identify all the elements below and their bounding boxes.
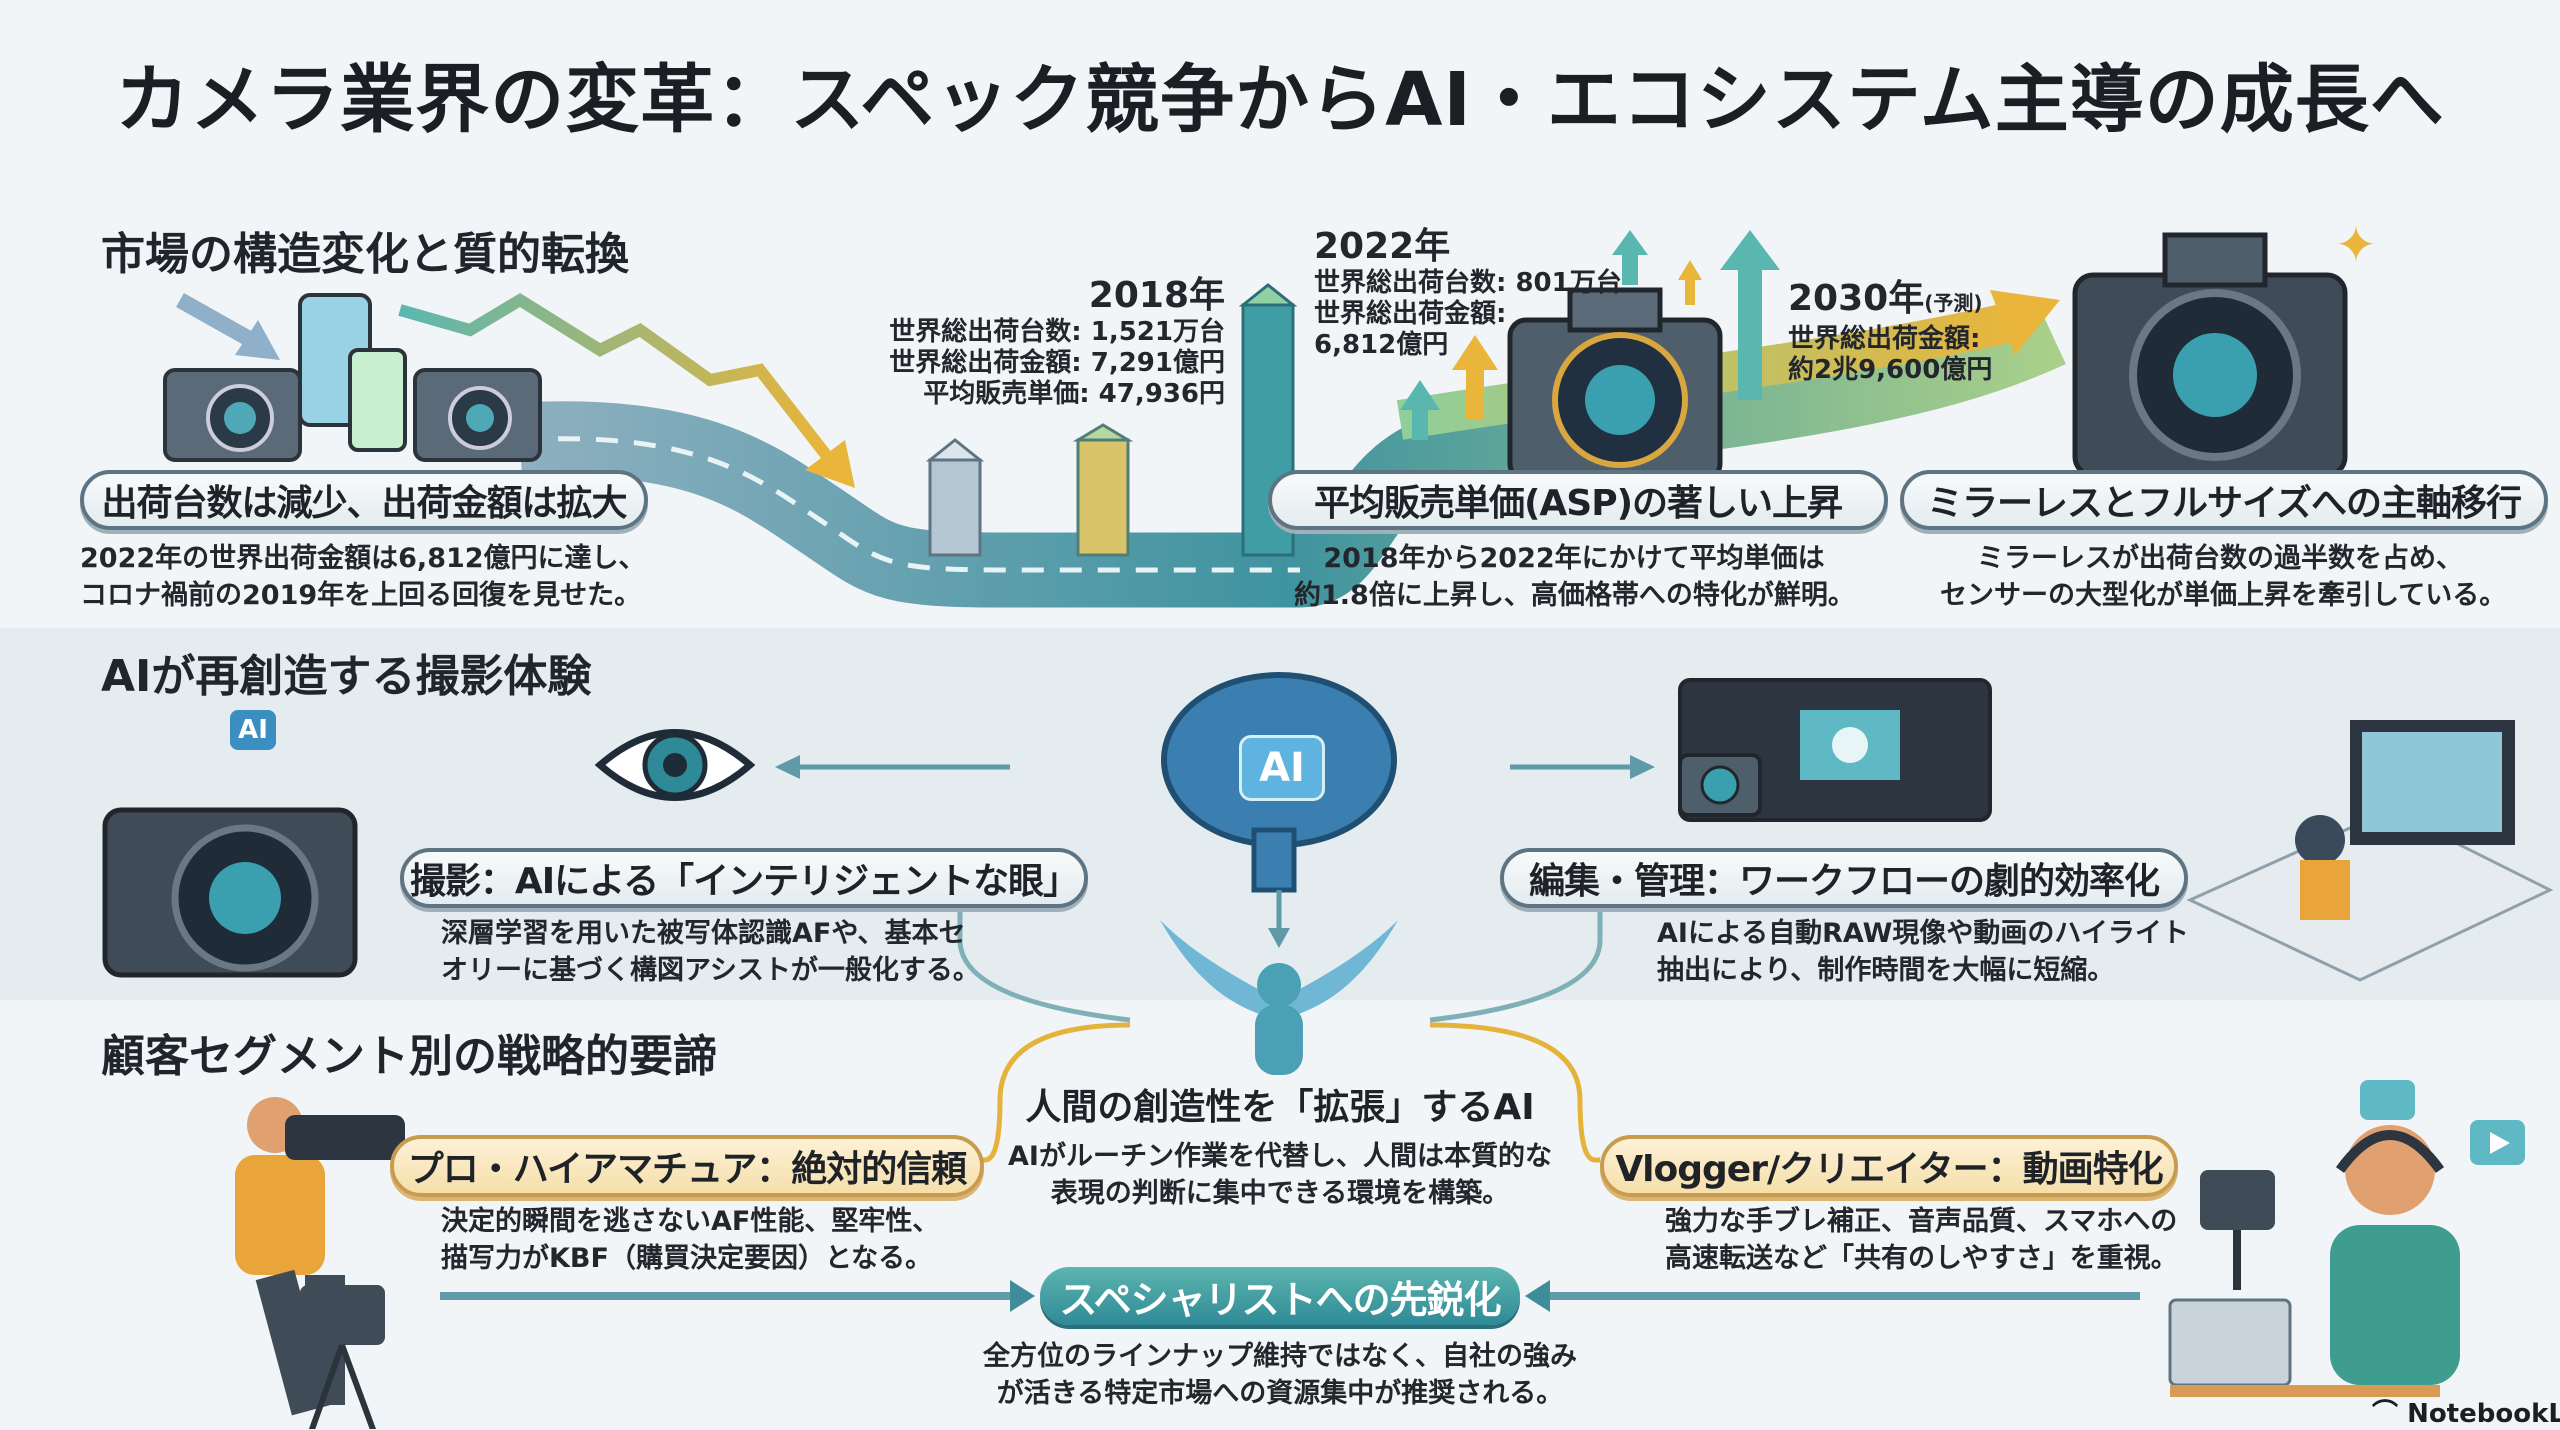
stat-line: 約2兆9,600億円 xyxy=(1788,355,1993,385)
card-label-shooting: 撮影：AIによる「インテリジェントな眼」 xyxy=(400,848,1088,908)
camera-icon-compact xyxy=(413,368,542,462)
smartphone-icon xyxy=(298,293,407,452)
camera-icon-2022 xyxy=(1507,287,1723,483)
stat-line: 世界総出荷台数: 801万台 xyxy=(1314,268,1622,298)
brain-ai-label: AI xyxy=(1239,735,1325,801)
eye-icon xyxy=(594,729,756,801)
card-label-editing: 編集・管理：ワークフローの劇的効率化 xyxy=(1500,848,2188,908)
card-label-asp: 平均販売単価(ASP)の著しい上昇 xyxy=(1268,470,1888,530)
stat-line: 世界総出荷金額: xyxy=(1314,299,1507,329)
stat-line: 平均販売単価: 47,936円 xyxy=(923,379,1225,409)
growth-arrowhead xyxy=(1990,290,2060,355)
card-label-mirrorless: ミラーレスとフルサイズへの主軸移行 xyxy=(1900,470,2548,530)
specialist-desc: 全方位のラインナップ維持ではなく、自社の強みが活きる特定市場への資源集中が推奨さ… xyxy=(983,1341,1577,1409)
card-desc-shooting: 深層学習を用いた被写体認識AFや、基本セオリーに基づく構図アシストが一般化する。 xyxy=(441,918,980,986)
card-desc-editing: AIによる自動RAW現像や動画のハイライト抽出により、制作時間を大幅に短縮。 xyxy=(1657,918,2189,986)
bar-2018-left xyxy=(925,438,985,557)
stat-year: 2030年 xyxy=(1788,278,1925,319)
ai-badge: AI xyxy=(230,710,276,750)
stat-2018: 2018年 世界総出荷台数: 1,521万台 世界総出荷金額: 7,291億円 … xyxy=(830,275,1225,410)
section-heading-market: 市場の構造変化と質的転換 xyxy=(101,229,629,280)
stat-year: 2022年 xyxy=(1314,226,1451,267)
specialist-label: スペシャリストへの先鋭化 xyxy=(1040,1267,1520,1325)
stat-2022: 2022年 世界総出荷台数: 801万台 世界総出荷金額: 6,812億円 xyxy=(1314,226,1622,361)
bar-2018-mid xyxy=(1072,423,1134,557)
stat-line: 6,812億円 xyxy=(1314,330,1449,360)
workspace-illustration xyxy=(2186,720,2554,982)
camera-icon-2030 xyxy=(2072,232,2348,478)
photographer-illustration xyxy=(235,1097,405,1429)
forecast-note: (予測) xyxy=(1924,291,1983,315)
decline-zigzag xyxy=(398,292,835,464)
card-label-vlogger: Vlogger/クリエイター：動画特化 xyxy=(1600,1135,2178,1197)
card-desc-mirrorless: ミラーレスが出荷台数の過半数を占め、センサーの大型化が単価上昇を牽引している。 xyxy=(1940,543,2507,611)
section-heading-ai: AIが再創造する撮影体験 xyxy=(101,651,592,702)
notebooklm-logo: ⌒ NotebookLM xyxy=(2372,1399,2560,1429)
stat-line: 世界総出荷金額: xyxy=(1788,324,1981,354)
section-heading-segments: 顧客セグメント別の戦略的要諦 xyxy=(101,1031,717,1082)
up-arrows xyxy=(1400,230,1780,440)
card-desc-pro: 決定的瞬間を逃さないAF性能、堅牢性、描写力がKBF（購買決定要因）となる。 xyxy=(441,1206,940,1274)
card-label-shipments: 出荷台数は減少、出荷金額は拡大 xyxy=(80,470,648,530)
stat-line: 世界総出荷金額: 7,291億円 xyxy=(889,348,1225,378)
notebooklm-icon: ⌒ xyxy=(2372,1399,2408,1429)
center-desc: AIがルーチン作業を代替し、人間は本質的な表現の判断に集中できる環境を構築。 xyxy=(1008,1141,1552,1209)
stat-year: 2018年 xyxy=(1088,275,1225,316)
sparkle-icon: ✦ xyxy=(2335,216,2377,274)
vlogger-illustration xyxy=(2168,1080,2525,1397)
camera-icon-old xyxy=(163,368,302,462)
page-title: カメラ業界の変革：スペック競争からAI・エコシステム主導の成長へ xyxy=(115,57,2445,143)
camera-icon-ai xyxy=(102,807,358,978)
winged-human-icon xyxy=(1160,920,1398,1075)
center-label: 人間の創造性を「拡張」するAI xyxy=(1025,1087,1535,1128)
camera-icon-small xyxy=(1678,753,1762,817)
card-desc-asp: 2018年から2022年にかけて平均単価は約1.8倍に上昇し、高価格帯への特化が… xyxy=(1294,543,1855,611)
card-label-pro: プロ・ハイアマチュア：絶対的信頼 xyxy=(390,1135,984,1197)
stat-2030: 2030年(予測) 世界総出荷金額: 約2兆9,600億円 xyxy=(1788,278,1992,386)
card-desc-vlogger: 強力な手ブレ補正、音声品質、スマホへの高速転送など「共有のしやすさ」を重視。 xyxy=(1665,1206,2178,1274)
card-desc-shipments: 2022年の世界出荷金額は6,812億円に達し、コロナ禍前の2019年を上回る回… xyxy=(80,543,646,611)
stat-line: 世界総出荷台数: 1,521万台 xyxy=(889,317,1225,347)
